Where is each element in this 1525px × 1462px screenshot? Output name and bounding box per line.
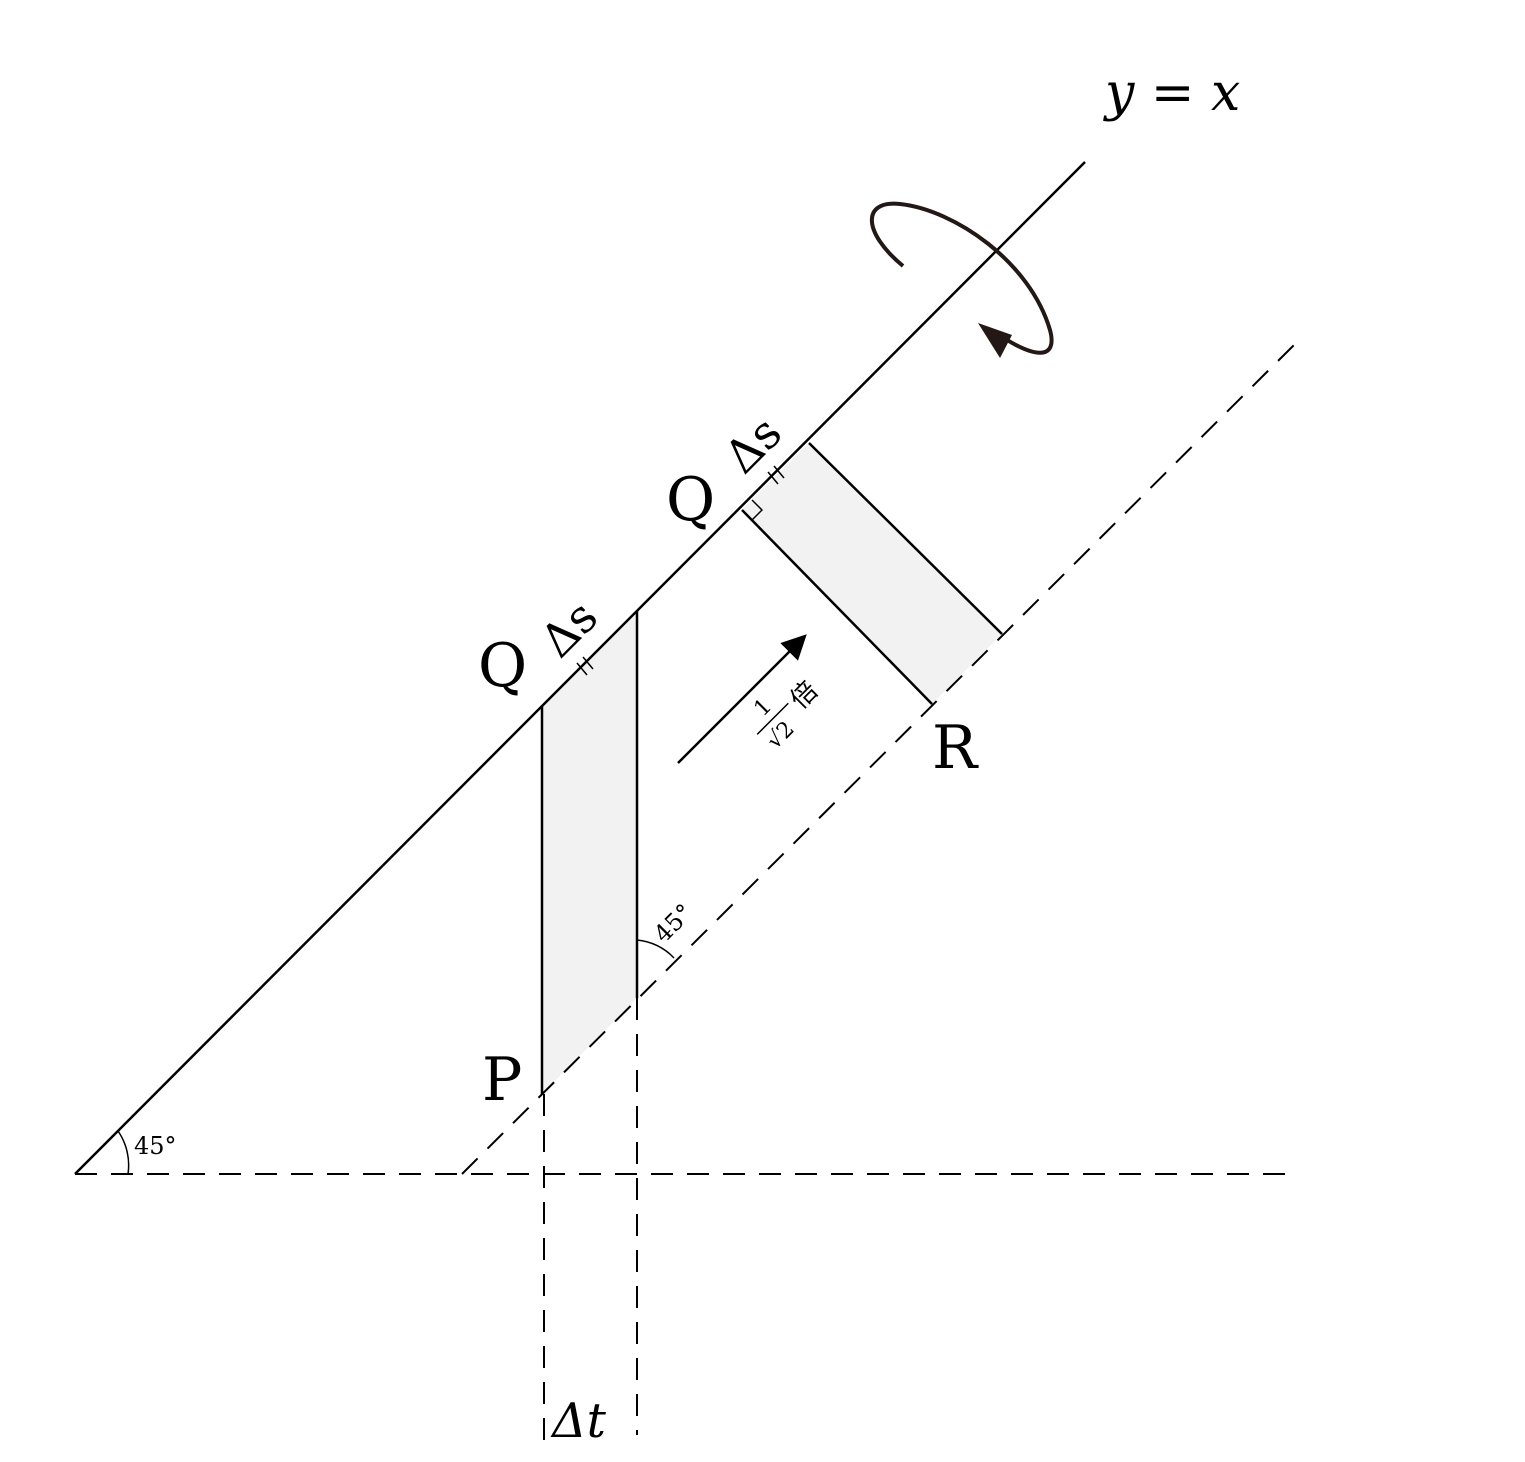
rotation-arrowhead-icon [978,323,1012,358]
scale-unit: 倍 [785,676,825,716]
delta-t-label: Δt [550,1393,607,1449]
point-q-lower: Q [478,631,527,701]
dashed-guides [75,343,1296,1440]
scale-fraction-bar [756,702,789,735]
right-angle-marker [751,499,764,521]
scale-denominator: √2 [762,717,799,754]
line-y-equals-x [74,161,1086,1175]
vertical-strip-fill [542,611,637,1094]
point-q-upper: Q [666,465,715,535]
equal-length-ticks [576,465,785,676]
scale-numerator: 1 [749,694,777,722]
scale-factor-label: 1 √2 倍 [749,676,825,754]
point-r: R [932,713,979,783]
line-equation-label: y = x [1103,63,1240,123]
scale-arrow [677,634,807,764]
point-p: P [482,1045,522,1115]
origin-angle-label: 45° [134,1132,177,1160]
strip-angle-arc [636,939,675,959]
rotated-strip-upper-edge [808,442,1003,635]
shifted-diagonal-dashed [461,343,1296,1175]
strip-angle-label: 45° [648,898,698,948]
rotated-strip-lower-edge [741,509,933,705]
rotated-strip-fill [742,443,1002,704]
rotation-arrow-icon [869,201,1054,355]
origin-angle-arc [117,1130,130,1175]
